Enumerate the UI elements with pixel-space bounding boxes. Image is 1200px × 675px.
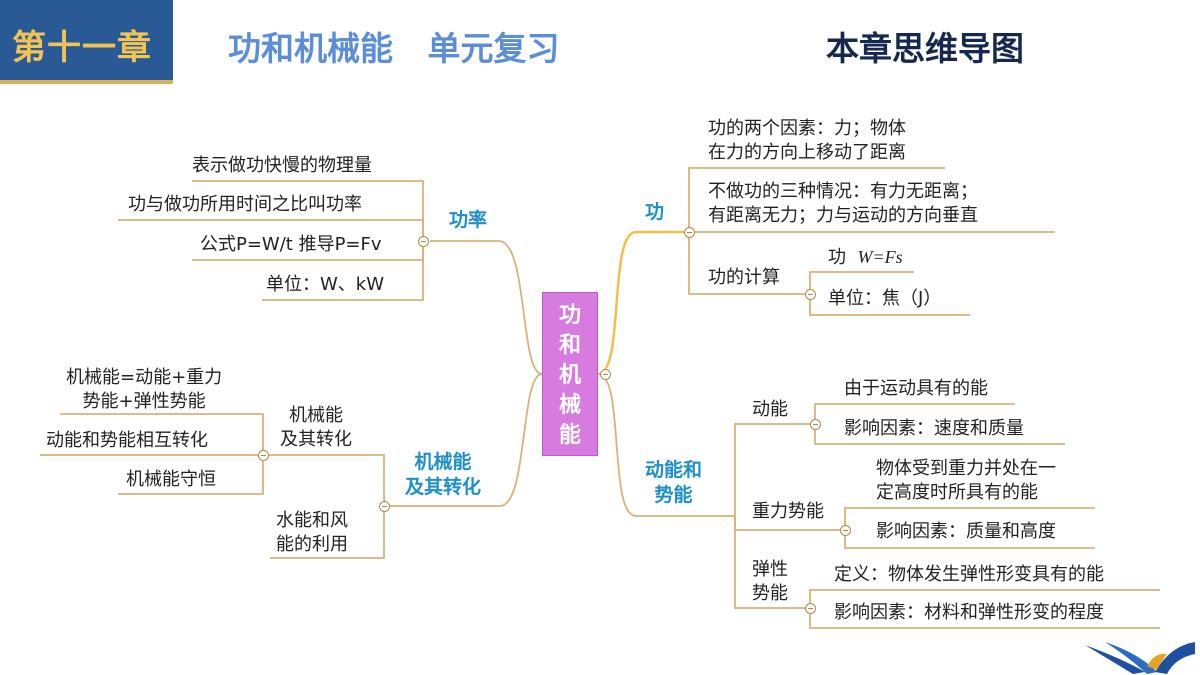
gravity-definition: 物体受到重力并处在一 定高度时所具有的能 bbox=[876, 457, 1056, 505]
center-char: 和 bbox=[558, 333, 581, 358]
chapter-banner: 第十一章 bbox=[0, 0, 173, 84]
collapse-toggle-mech[interactable] bbox=[379, 501, 390, 512]
collapse-toggle-elastic[interactable] bbox=[805, 603, 816, 614]
branch-energy-line2: 势能 bbox=[654, 484, 693, 506]
gravity-def-line1: 物体受到重力并处在一 bbox=[876, 458, 1056, 479]
center-char: 械 bbox=[558, 393, 581, 418]
mech-sub2-line2: 能的利用 bbox=[276, 534, 348, 555]
kinetic-item: 由于运动具有的能 bbox=[844, 378, 988, 399]
center-char: 机 bbox=[558, 363, 581, 388]
mech-sub1-line1: 机械能 bbox=[289, 405, 343, 426]
collapse-toggle-work[interactable] bbox=[684, 227, 695, 238]
collapse-toggle-power[interactable] bbox=[418, 236, 429, 247]
power-item: 表示做功快慢的物理量 bbox=[192, 155, 372, 176]
mind-map-title: 本章思维导图 bbox=[826, 29, 1024, 68]
work-calc: 功的计算 bbox=[708, 267, 780, 288]
chapter-label: 第十一章 bbox=[12, 28, 152, 68]
work-unit: 单位：焦（J） bbox=[828, 288, 942, 309]
mech-sub2-line1: 水能和风 bbox=[276, 510, 348, 531]
center-char: 功 bbox=[558, 303, 581, 328]
branch-work: 功 bbox=[645, 201, 665, 223]
mech-sub1-line2: 及其转化 bbox=[280, 429, 352, 450]
power-item: 单位：W、kW bbox=[266, 274, 385, 295]
branch-kinetic-potential: 动能和 势能 bbox=[645, 458, 702, 508]
gravity-node: 重力势能 bbox=[752, 501, 824, 522]
branch-power: 功率 bbox=[449, 209, 488, 231]
gravity-def-line2: 定高度时所具有的能 bbox=[876, 482, 1038, 503]
branch-mech-energy: 机械能 及其转化 bbox=[405, 450, 481, 500]
work-factors-line1: 功的两个因素：力；物体 bbox=[708, 118, 906, 139]
collapse-toggle-gravity[interactable] bbox=[840, 525, 851, 536]
elastic-definition: 定义：物体发生弹性形变具有的能 bbox=[834, 564, 1104, 585]
work-formula-prefix: 功 bbox=[828, 247, 858, 268]
mech-item: 机械能守恒 bbox=[126, 469, 216, 490]
work-formula-expr: W=Fs bbox=[857, 247, 903, 267]
kinetic-item: 影响因素：速度和质量 bbox=[844, 418, 1024, 439]
gravity-factor: 影响因素：质量和高度 bbox=[876, 521, 1056, 542]
nowork-line2: 有距离无力；力与运动的方向垂直 bbox=[708, 205, 978, 226]
mech-sub2: 水能和风 能的利用 bbox=[276, 509, 348, 557]
collapse-toggle-work-calc[interactable] bbox=[805, 289, 816, 300]
collapse-toggle-center[interactable] bbox=[600, 369, 611, 380]
central-topic: 功 和 机 械 能 bbox=[542, 292, 598, 456]
elastic-factor: 影响因素：材料和弹性形变的程度 bbox=[834, 602, 1104, 623]
power-item: 公式P=W/t 推导P=Fv bbox=[200, 234, 382, 255]
branch-mech-line2: 及其转化 bbox=[405, 476, 482, 498]
elastic-line2: 势能 bbox=[752, 583, 788, 604]
work-factors: 功的两个因素：力；物体 在力的方向上移动了距离 bbox=[708, 117, 906, 165]
kinetic-node: 动能 bbox=[752, 399, 788, 420]
branch-energy-line1: 动能和 bbox=[645, 459, 703, 481]
branch-mech-line1: 机械能 bbox=[414, 451, 472, 473]
power-item: 功与做功所用时间之比叫功率 bbox=[128, 194, 362, 215]
center-char: 能 bbox=[558, 423, 581, 448]
work-formula: 功 W=Fs bbox=[828, 245, 903, 270]
elastic-line1: 弹性 bbox=[752, 559, 788, 580]
mech-item: 机械能=动能+重力 势能+弹性势能 bbox=[66, 366, 222, 414]
work-no-work-cases: 不做功的三种情况：有力无距离； 有距离无力；力与运动的方向垂直 bbox=[708, 180, 978, 228]
mech-item-line2: 势能+弹性势能 bbox=[82, 391, 206, 412]
collapse-toggle-kinetic[interactable] bbox=[810, 419, 821, 430]
mech-item: 动能和势能相互转化 bbox=[46, 430, 208, 451]
collapse-toggle-mech-sub[interactable] bbox=[258, 450, 269, 461]
nowork-line1: 不做功的三种情况：有力无距离； bbox=[708, 181, 978, 202]
unit-title: 功和机械能 单元复习 bbox=[228, 29, 560, 68]
mech-item-line1: 机械能=动能+重力 bbox=[66, 367, 223, 388]
elastic-node: 弹性 势能 bbox=[752, 558, 788, 606]
publisher-logo bbox=[1085, 642, 1195, 674]
work-factors-line2: 在力的方向上移动了距离 bbox=[708, 142, 906, 163]
mech-sub1: 机械能 及其转化 bbox=[280, 404, 352, 452]
